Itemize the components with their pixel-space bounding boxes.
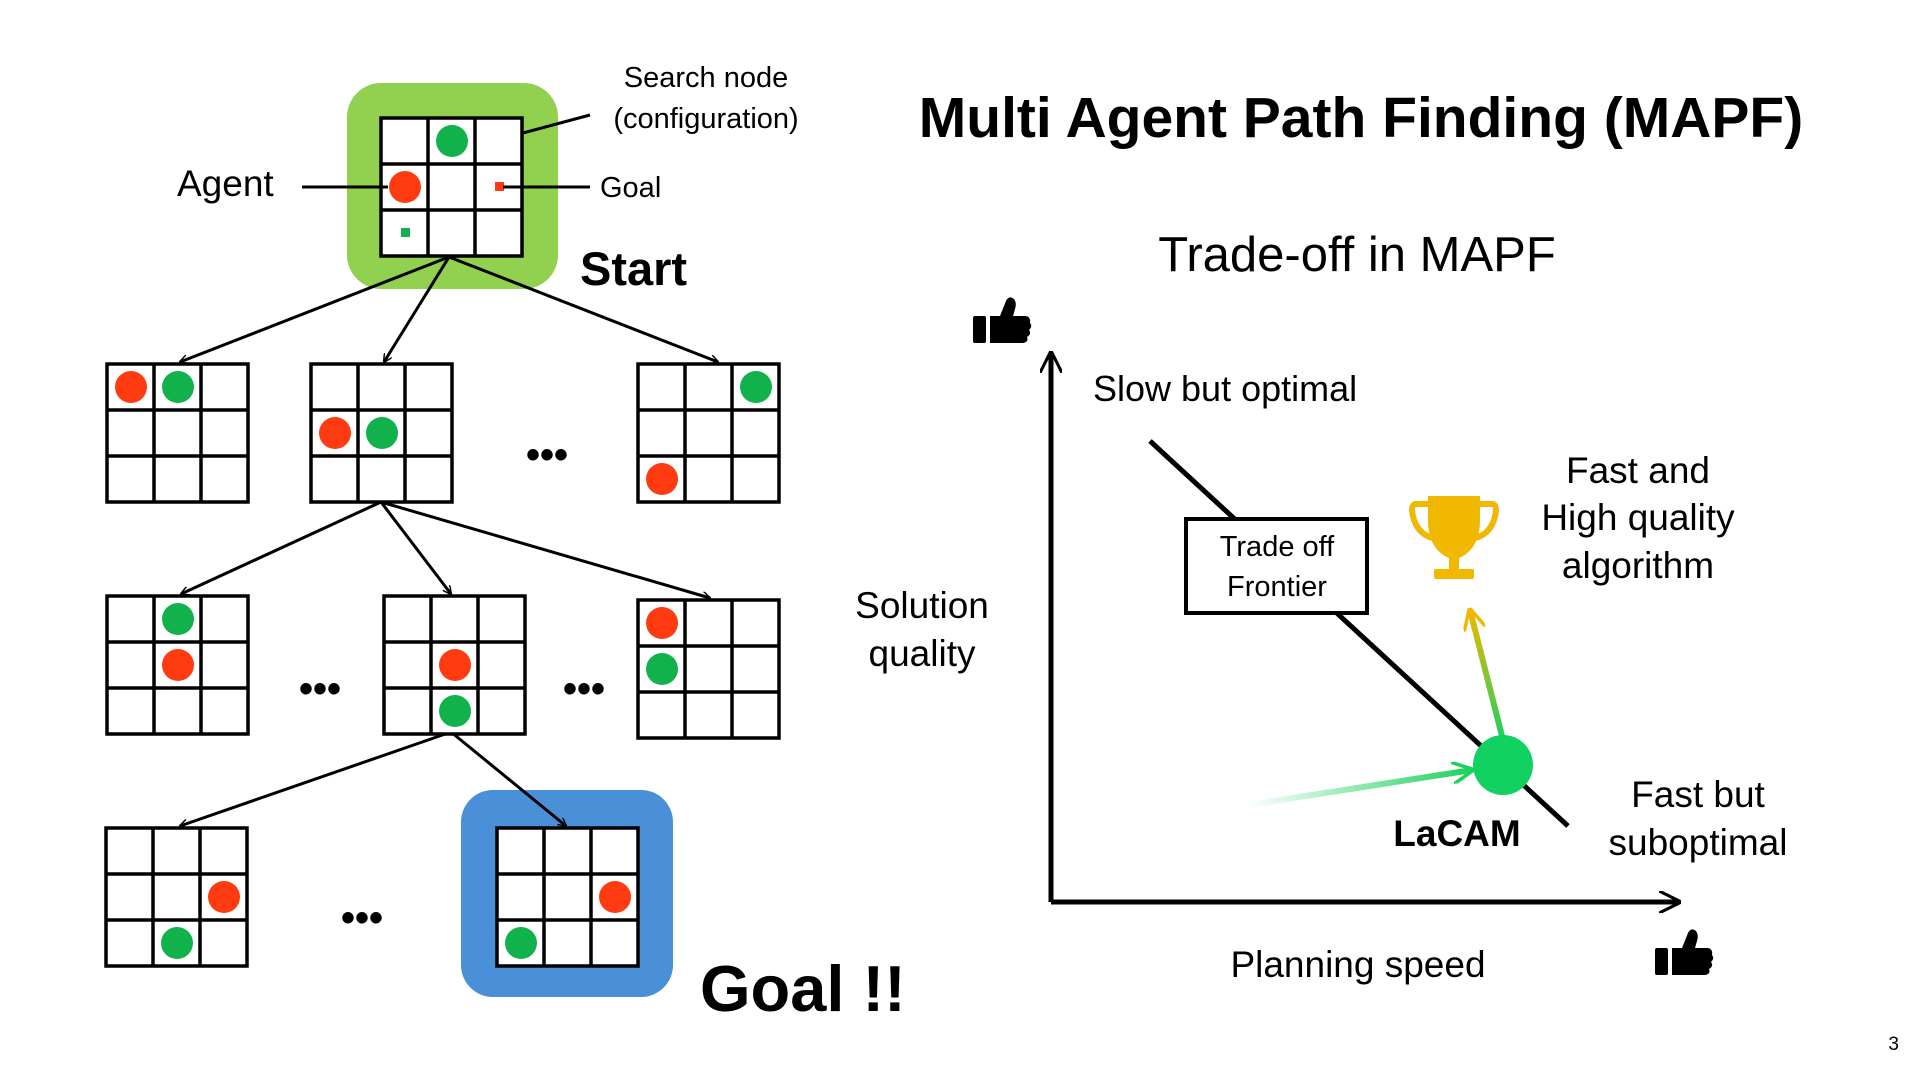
grid-node [105, 594, 250, 736]
fast-sub-label-line2: suboptimal [1609, 822, 1788, 863]
thumbs-up-icon [1655, 929, 1714, 975]
page-number: 3 [1888, 1034, 1899, 1055]
edge [181, 500, 382, 594]
y-axis-label: Solution [855, 585, 989, 626]
ellipsis: ••• [341, 896, 383, 940]
tree-edges [180, 255, 718, 826]
agent-red [646, 607, 678, 639]
edge [448, 255, 718, 362]
callout-search-node-sub: (configuration) [613, 103, 798, 135]
ellipsis: ••• [299, 667, 341, 711]
agent-red [599, 881, 631, 913]
grid-node [636, 362, 781, 504]
frontier-label: Trade off [1220, 531, 1335, 563]
edge [450, 730, 566, 826]
agent-green [436, 125, 468, 157]
x-axis-label: Planning speed [1230, 944, 1485, 985]
page-title: Multi Agent Path Finding (MAPF) [919, 86, 1803, 150]
tradeoff-title: Trade-off in MAPF [1158, 228, 1556, 282]
lacam-label: LaCAM [1393, 813, 1520, 854]
goal-marker-green [401, 228, 410, 237]
fast-hq-label-line2: High quality [1541, 497, 1735, 538]
agent-red [319, 417, 351, 449]
agent-red [439, 649, 471, 681]
agent-green [162, 371, 194, 403]
y-axis-label-line2: quality [869, 633, 976, 674]
agent-green [162, 603, 194, 635]
agent-green [366, 417, 398, 449]
grid-start [379, 116, 524, 258]
agent-red [162, 649, 194, 681]
grid-node [105, 362, 250, 504]
callout-search-node: Search node [624, 62, 788, 94]
agent-red [389, 171, 421, 203]
improvement-arrow [1470, 610, 1506, 741]
grid-node [382, 594, 527, 736]
grid-node [104, 826, 249, 968]
search-tree: ••• ••• ••• ••• Search node (configurati… [104, 62, 906, 1025]
edge [380, 500, 710, 598]
ellipsis: ••• [563, 667, 605, 711]
start-label: Start [580, 242, 687, 295]
agent-red [646, 463, 678, 495]
agent-green [740, 371, 772, 403]
edge [379, 501, 451, 594]
edge [180, 730, 452, 826]
fast-sub-label: Fast but [1631, 774, 1765, 815]
agent-green [161, 927, 193, 959]
callout-agent: Agent [177, 163, 274, 204]
callout-line-search-node [522, 113, 591, 135]
lacam-progress-arrow [1247, 770, 1472, 808]
agent-red [208, 881, 240, 913]
lacam-dot [1473, 735, 1533, 795]
goal-label: Goal !! [700, 952, 906, 1025]
callout-goal: Goal [600, 172, 661, 204]
agent-green [505, 927, 537, 959]
edge [180, 255, 450, 362]
frontier-box [1184, 517, 1369, 615]
trophy-icon [1408, 496, 1500, 579]
fast-hq-label: Fast and [1566, 450, 1710, 491]
grid-node [636, 598, 781, 740]
grid-node [309, 362, 454, 504]
agent-green [646, 653, 678, 685]
grid-goal [495, 826, 640, 968]
slow-optimal-label: Slow but optimal [1093, 368, 1357, 409]
edge [384, 256, 451, 362]
thumbs-up-icon [973, 297, 1032, 343]
fast-hq-label-line3: algorithm [1562, 545, 1714, 586]
agent-green [439, 695, 471, 727]
goal-marker-red [495, 182, 504, 191]
ellipsis: ••• [526, 433, 568, 477]
tradeoff-plot: Trade-off in MAPF Solution quality Plann… [855, 228, 1787, 985]
agent-red [115, 371, 147, 403]
frontier-label-line2: Frontier [1227, 571, 1327, 603]
